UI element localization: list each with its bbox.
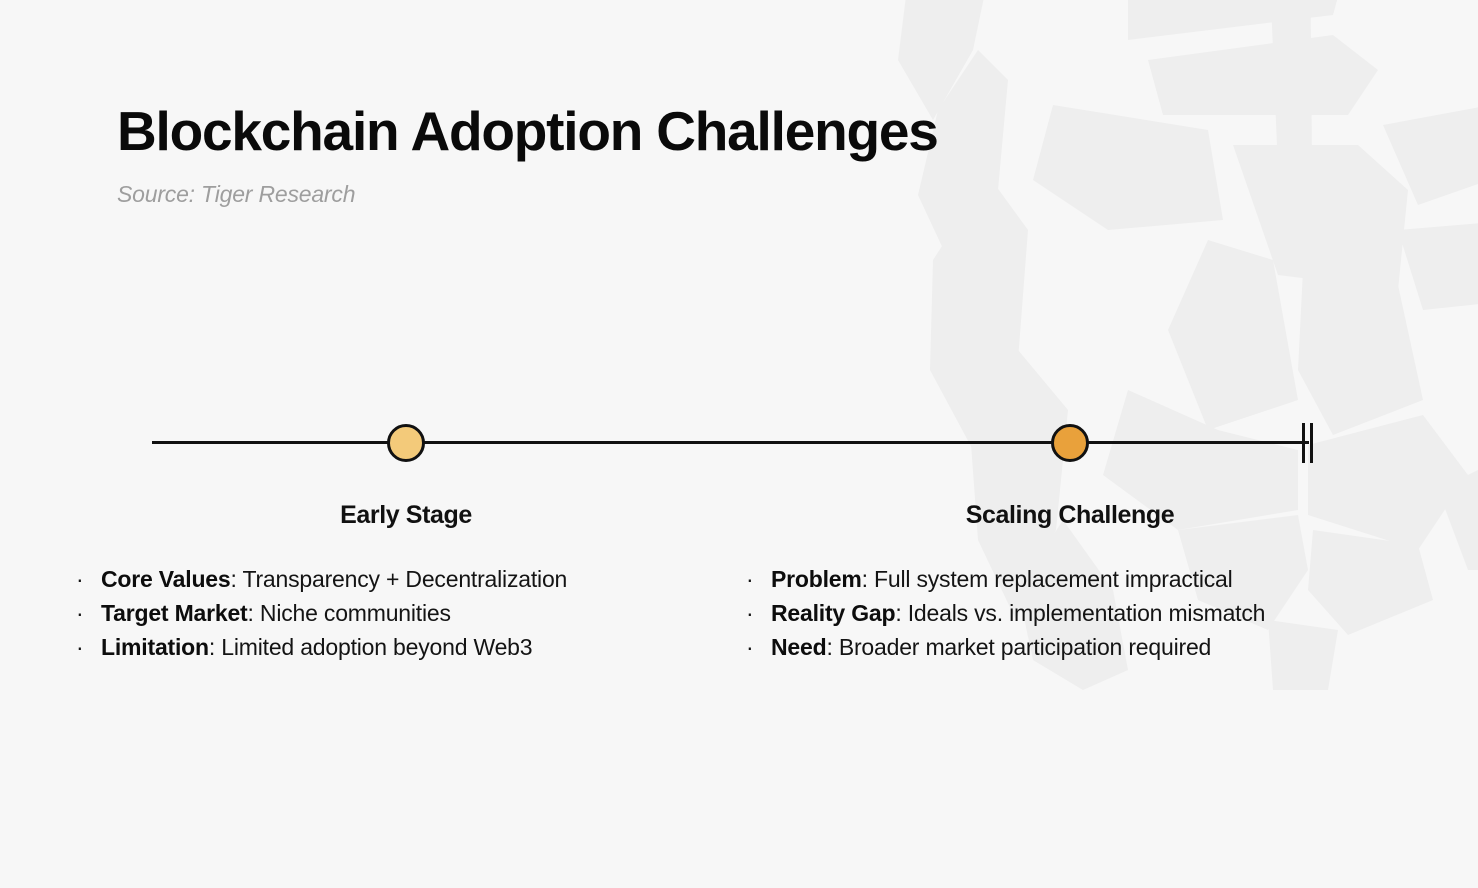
- list-item-term: Core Values: [101, 566, 231, 592]
- timeline-node-early-stage[interactable]: [387, 424, 425, 462]
- timeline-end-cap-bar-2: [1310, 423, 1313, 463]
- list-item: · Need: Broader market participation req…: [746, 630, 1265, 664]
- timeline-node-scaling-challenge[interactable]: [1051, 424, 1089, 462]
- bullet-icon: ·: [76, 634, 84, 660]
- list-item: · Reality Gap: Ideals vs. implementation…: [746, 596, 1265, 630]
- list-item: · Limitation: Limited adoption beyond We…: [76, 630, 567, 664]
- list-item-detail: : Ideals vs. implementation mismatch: [895, 600, 1266, 626]
- list-item-text: Need: Broader market participation requi…: [771, 630, 1211, 664]
- bullet-icon: ·: [746, 600, 754, 626]
- list-item-term: Limitation: [101, 634, 209, 660]
- list-item: · Problem: Full system replacement impra…: [746, 562, 1265, 596]
- timeline-end-cap-bar-1: [1302, 423, 1305, 463]
- list-item-detail: : Transparency + Decentralization: [230, 566, 568, 592]
- column-early-stage: · Core Values: Transparency + Decentrali…: [76, 562, 567, 664]
- list-item: · Target Market: Niche communities: [76, 596, 567, 630]
- list-item-detail: : Limited adoption beyond Web3: [208, 634, 533, 660]
- list-item: · Core Values: Transparency + Decentrali…: [76, 562, 567, 596]
- list-item-detail: : Full system replacement impractical: [861, 566, 1233, 592]
- header: Blockchain Adoption Challenges Source: T…: [117, 100, 939, 208]
- list-item-text: Problem: Full system replacement impract…: [771, 562, 1233, 596]
- bullet-icon: ·: [746, 634, 754, 660]
- timeline-axis: [152, 441, 1309, 444]
- list-item-detail: : Broader market participation required: [826, 634, 1212, 660]
- list-item-term: Need: [771, 634, 827, 660]
- bullet-icon: ·: [76, 566, 84, 592]
- list-item-text: Target Market: Niche communities: [101, 596, 451, 630]
- list-item-detail: : Niche communities: [247, 600, 451, 626]
- list-item-text: Core Values: Transparency + Decentraliza…: [101, 562, 567, 596]
- list-item-text: Reality Gap: Ideals vs. implementation m…: [771, 596, 1265, 630]
- page-title: Blockchain Adoption Challenges: [117, 100, 939, 162]
- timeline-label-early-stage: Early Stage: [340, 501, 472, 529]
- list-item-term: Reality Gap: [771, 600, 896, 626]
- list-item-term: Problem: [771, 566, 862, 592]
- list-item-term: Target Market: [101, 600, 248, 626]
- timeline-label-scaling-challenge: Scaling Challenge: [965, 501, 1175, 529]
- column-scaling-challenge: · Problem: Full system replacement impra…: [746, 562, 1265, 664]
- bullet-icon: ·: [76, 600, 84, 626]
- source-subtitle: Source: Tiger Research: [117, 180, 356, 207]
- list-item-text: Limitation: Limited adoption beyond Web3: [101, 630, 533, 664]
- bullet-icon: ·: [746, 566, 754, 592]
